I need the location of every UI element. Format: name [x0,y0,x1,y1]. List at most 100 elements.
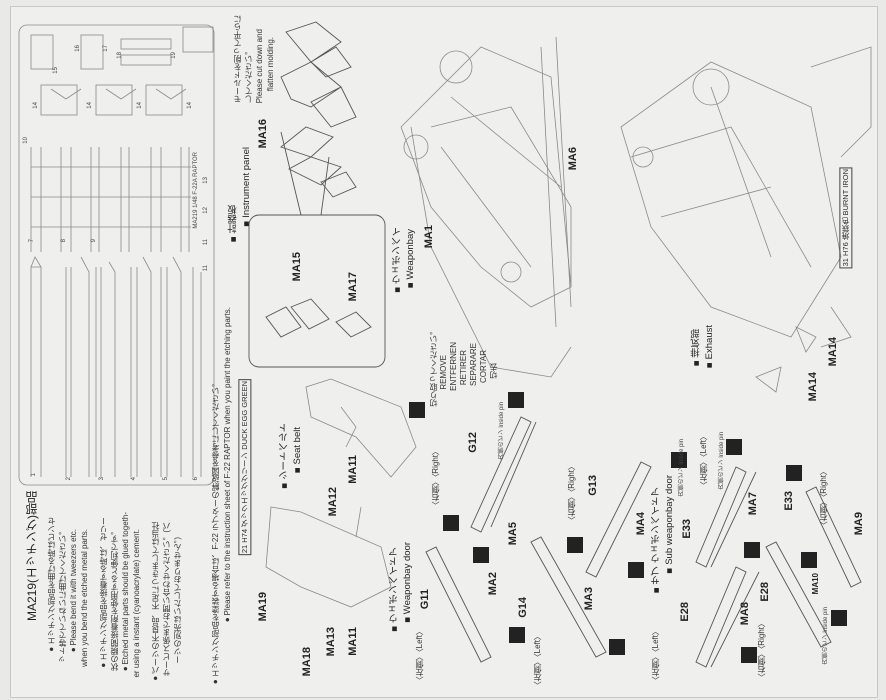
part-label: MA11 [347,627,359,656]
fret-number: 14 [187,102,193,109]
weaponbay-en: ■Weaponbay [405,229,416,291]
etch-note-line: ット等でていねいに曲げてください。 [58,527,67,663]
remove-note: CORTAR [479,350,488,384]
bay-door-jp: ■ウェポンベイドア [389,547,400,634]
part-label: MA16 [257,119,269,149]
fret-number: 5 [163,477,169,481]
seatbelt-jp: ■シートベルト [279,423,290,491]
remove-note: 切り取ってください。 [429,327,438,407]
remove-note: ENTFERNEN [449,342,458,391]
inside-pin-label: 内側のピン Inside pin [499,402,505,460]
part-label: MA4 [635,512,647,536]
fret-number: 2 [66,477,72,481]
part-label: E28 [759,582,771,602]
fret-number: 15 [53,67,59,74]
part-label: MA12 [327,487,339,517]
etch-title: MA219(エッチング)部品 [25,491,39,622]
fret-number: 7 [29,239,35,243]
sub-bay-door-jp: ■サブ ウェポンベイドア [651,487,662,596]
instrument-jp: ■計器板 [228,205,239,245]
weaponbay-jp: ■ウェポンベイ [392,227,403,295]
fret-number: 9 [91,239,97,243]
fret-number: 6 [193,477,199,481]
remove-note: REMOVE [439,355,448,390]
fret-number: 18 [117,52,123,59]
paint-note-jp: ●エッチング部品を塗装する場合は、F-22 ラプターの解説図を参考にしてください… [211,379,220,687]
part-label: MA2 [487,572,499,596]
right-label: 〈右側〉〈Right〉 [567,462,576,525]
fret-number: 1 [31,473,37,477]
instruction-sheet: MA219 1/48 F-22A RAPTOR MA219(エッチング)部品 ●… [10,6,878,698]
sub-bay-door-en: ■Sub weaponbay door [664,475,675,576]
etched-fret-drawing [18,24,215,486]
part-label: G14 [517,597,529,618]
seatbelt-en: ■Seat belt [292,427,303,476]
etch-note-line: er using a instant (cyanoacrylate) cemen… [132,529,141,678]
fret-number: 11 [203,265,209,272]
part-label: MA8 [739,602,751,626]
remove-note: SEPARARE [469,343,478,386]
fret-number: 19 [171,52,177,59]
part-label: MA9 [853,512,865,536]
molding-note: Please cut down and [255,29,264,104]
part-label: MA11 [347,455,359,484]
fret-label: MA219 1/48 F-22A RAPTOR [193,152,199,229]
part-label: MA7 [747,492,759,516]
fuselage-drawing [400,36,872,393]
part-label: MA10 [811,573,820,595]
color-burnt-iron: 31 H76 焼鉄色 BURNT IRON [839,167,853,269]
part-label: MA18 [301,647,313,677]
right-label: 〈右側〉〈Right〉 [757,619,766,682]
etch-note-line: ●エッチング部品を曲げる時はピンセ [47,517,56,654]
remove-icons [409,392,847,663]
left-label: 〈左側〉〈Left〉 [699,432,708,490]
cockpit-drawing [265,378,417,608]
exhaust-jp: ■排気部 [691,329,702,369]
part-label: G13 [587,475,599,496]
part-label: MA14 [827,337,839,367]
etch-note-line: ●パーツの不良品、不足につきましては当社 [151,522,160,683]
part-label: G12 [467,432,479,453]
fret-number: 16 [75,45,81,52]
part-label: MA13 [325,627,337,657]
molding-note: してください。 [244,47,253,103]
part-label: MA17 [347,272,359,302]
etch-note-line: when you bend the etched metal parts. [80,529,89,667]
fret-number: 14 [87,102,93,109]
part-label: MA6 [567,147,579,171]
inside-pin-label: 内側のピン Inside pin [823,607,829,665]
inside-pin-label: 内側のピン Inside pin [719,432,725,490]
part-label: E28 [679,602,691,622]
fret-number: 11 [203,239,209,246]
left-label: 〈左側〉〈Left〉 [533,632,542,690]
instrument-en: ■Instrument panel [241,147,252,229]
part-label: E33 [681,519,693,539]
molding-note: モールドを削って平らに [233,15,242,103]
part-label: MA14 [807,372,819,402]
inside-pin-label: 内側のピン Inside pin [679,439,685,497]
paint-note-en: ●Please refer to the instruction sheet o… [223,307,232,625]
molding-note: flatten molding. [266,37,275,92]
fret-number: 10 [23,137,29,144]
bay-door-rails [425,416,862,668]
fret-number: 3 [99,477,105,481]
color-duck-egg-green: 21 H74 ダックエッググリーン DUCK EGG GREEN [238,379,252,556]
remove-note: RETIRER [459,350,468,386]
etch-note-line: ●Etched metal parts should be glued toge… [121,512,130,674]
instrument-panel-drawing [248,21,386,368]
part-label: G11 [419,589,431,610]
fret-number: 17 [103,45,109,52]
part-label: MA3 [583,587,595,611]
fret-number: 14 [137,102,143,109]
left-label: 〈左側〉〈Left〉 [415,627,424,685]
etch-note-line: ●Please bend it with tweezers etc. [69,529,78,655]
etch-note-line: 状の瞬間接着剤を使用すると便利です。 [110,527,119,671]
right-label: 〈右側〉〈Right〉 [431,447,440,510]
part-label: MA1 [423,225,435,249]
left-label: 〈左側〉〈Left〉 [651,627,660,685]
etch-note-line: サービス係までお問い合わせください。(パ [162,522,171,677]
fret-number: 14 [33,102,39,109]
fret-number: 8 [61,239,67,243]
part-label: MA5 [507,522,519,546]
